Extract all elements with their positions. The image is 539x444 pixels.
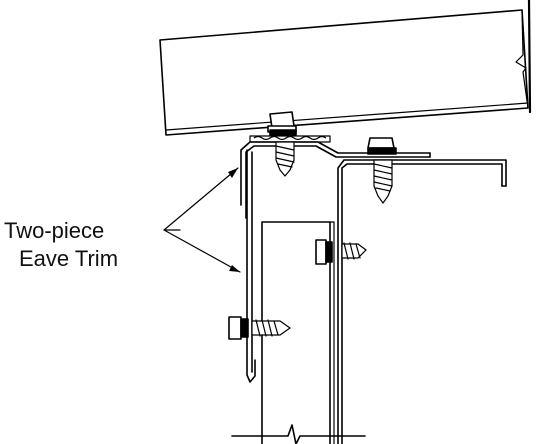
roof-fastener-1 [267, 111, 297, 177]
sealant-washer [249, 135, 331, 143]
eave-trim-upper [240, 141, 431, 219]
callout-label-line2: Eave Trim [19, 246, 118, 271]
callout-label-line1: Two-piece [4, 218, 104, 243]
eave-trim-lower [246, 149, 256, 383]
roof-panel [159, 0, 532, 136]
strut-fastener-side [315, 239, 367, 265]
callout-leaders [163, 167, 241, 273]
break-line [231, 424, 366, 444]
trim-fastener [228, 316, 291, 340]
strut-fastener-top [367, 137, 397, 204]
callout-label: Two-piece Eave Trim [4, 218, 118, 271]
eave-strut [337, 159, 507, 444]
